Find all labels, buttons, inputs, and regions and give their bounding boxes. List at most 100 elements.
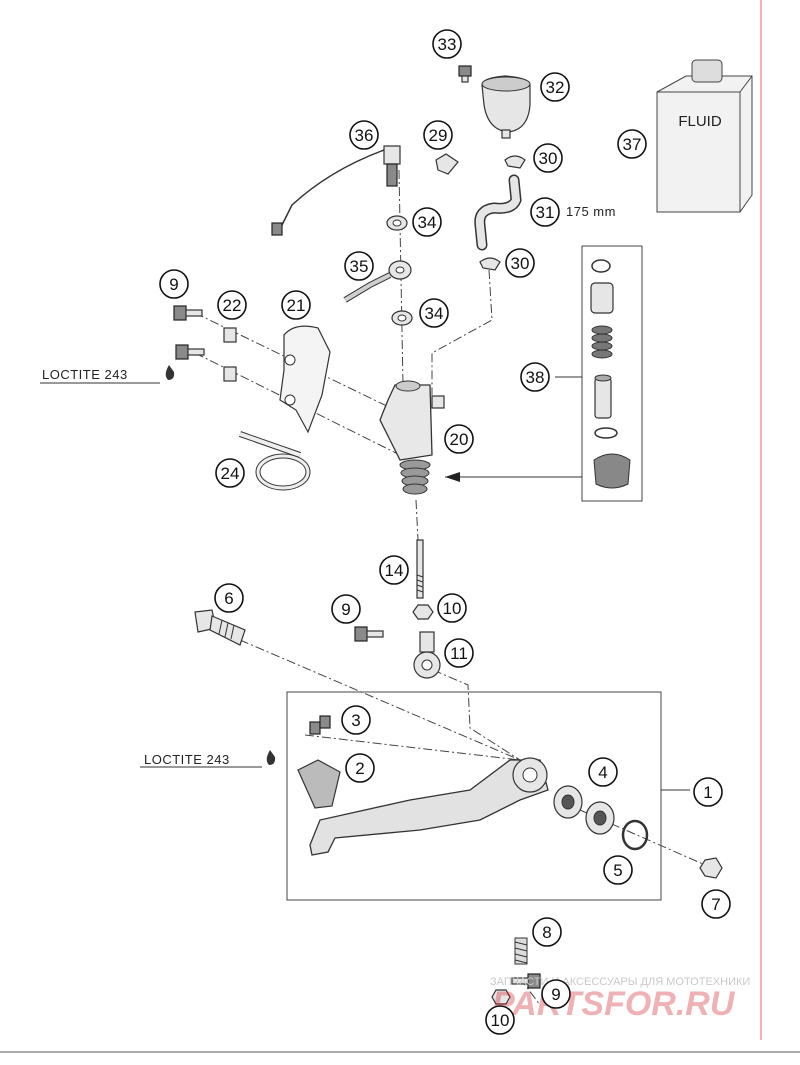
callout-circle [379,555,409,585]
spring-nut [491,989,511,1005]
callout-circle [444,638,474,668]
callout-circle [588,757,618,787]
clevis-bolt [354,626,384,642]
callout-circle [341,705,371,735]
callout-number: 32 [546,78,565,97]
callout-22: 22 [217,290,247,320]
callout-number: 36 [355,126,374,145]
callout-circle [530,197,560,227]
callout-number: 3 [351,711,360,730]
callout-7: 7 [701,889,731,919]
callout-1: 1 [693,777,723,807]
repair-kit-box [581,245,643,502]
callout-number: 9 [551,985,560,1004]
callout-number: 24 [221,464,240,483]
callout-36: 36 [349,120,379,150]
clevis-joint [413,631,441,679]
callout-31: 31 [530,197,560,227]
step-plate-screws [309,715,331,735]
callout-circle [617,129,647,159]
brake-line-banjo [343,260,412,303]
watermark-logo: PARTSFOR.RU [492,985,736,1023]
callout-circle [437,593,467,623]
callout-circle [215,458,245,488]
callout-9: 9 [159,269,189,299]
callout-24: 24 [215,458,245,488]
callout-37: 37 [617,129,647,159]
callout-30: 30 [505,248,535,278]
callout-9: 9 [331,594,361,624]
callout-circle [349,120,379,150]
callout-number: 1 [703,783,712,802]
callout-circle [419,298,449,328]
bolt-upper [173,305,203,321]
callout-number: 11 [450,644,468,663]
callout-circle [603,855,633,885]
fluid-label: FLUID [678,113,722,130]
repair-kit-items [590,259,631,489]
callout-20: 20 [444,424,474,454]
callout-number: 20 [450,430,469,449]
callout-21: 21 [281,290,311,320]
callout-number: 6 [224,589,233,608]
pedal-pivot-bolt [194,609,246,646]
callout-circle [444,424,474,454]
callout-circle [344,251,374,281]
callout-number: 37 [623,135,642,154]
assembly-lines [194,169,713,1006]
callout-number: 33 [438,35,457,54]
callout-circle [701,889,731,919]
callout-number: 10 [491,1011,510,1030]
callout-14: 14 [379,555,409,585]
callout-circle [540,72,570,102]
spacer-nut-lower [223,366,237,382]
callout-number: 5 [613,861,622,880]
pedal-bearing-left [553,785,583,819]
callout-circle [412,207,442,237]
callout-10: 10 [485,1005,515,1035]
pivot-bushing [699,857,723,879]
callout-2: 2 [345,753,375,783]
callout-number: 14 [385,561,404,580]
callout-33: 33 [432,29,462,59]
callout-circle [217,290,247,320]
callout-number: 7 [711,895,720,914]
callout-number: 34 [418,213,437,232]
callout-circle [159,269,189,299]
callout-number: 9 [169,275,178,294]
callout-circle [532,917,562,947]
callout-circle [214,583,244,613]
callout-4: 4 [588,757,618,787]
cable-tie [239,431,311,491]
circlip [621,819,649,851]
callout-35: 35 [344,251,374,281]
callout-number: 31 [536,203,555,222]
spacer-nut-upper [223,327,237,343]
callout-10: 10 [437,593,467,623]
callout-circle [281,290,311,320]
loctite-drop-upper [165,365,175,380]
callout-circle [520,362,550,392]
callout-circle [432,29,462,59]
hose-clamp-lower [479,257,501,271]
callout-11: 11 [444,638,474,668]
callout-circle [505,248,535,278]
callout-number: 34 [425,304,444,323]
callout-number: 29 [429,126,448,145]
pedal-step-plate [297,759,341,809]
hose-clamp-upper [504,155,526,169]
reservoir-screw [458,65,472,83]
heat-guard [279,325,331,434]
callout-circle [331,594,361,624]
callout-number: 8 [542,923,551,942]
loctite-label-top: LOCTITE 243 [42,367,128,382]
brake-pedal-lever [309,759,549,856]
loctite-label-bottom: LOCTITE 243 [144,752,230,767]
hose-clip [435,153,459,175]
callout-3: 3 [341,705,371,735]
brake-fluid-bottle: FLUID [656,59,753,213]
callout-8: 8 [532,917,562,947]
master-cylinder [379,380,445,495]
push-rod [416,539,424,599]
